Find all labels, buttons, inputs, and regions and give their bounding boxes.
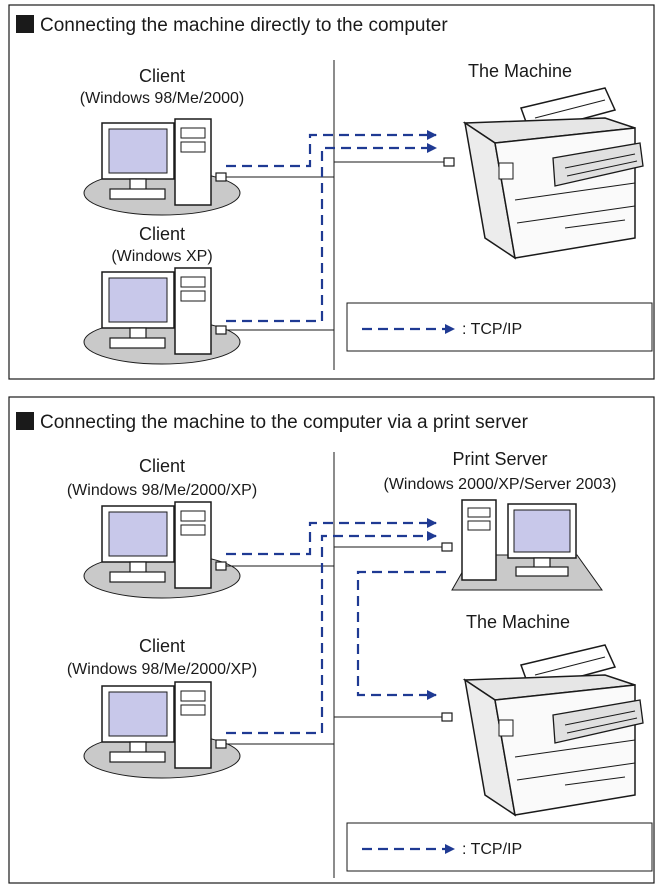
legend-box — [346, 822, 653, 872]
client-1-port — [215, 172, 227, 182]
client-2-os: (Windows 98/Me/2000/XP) — [67, 661, 257, 678]
client-1-port — [215, 561, 227, 571]
client-1-os: (Windows 98/Me/2000/XP) — [67, 482, 257, 499]
client-2-computer-icon — [83, 267, 241, 365]
machine-label: The Machine — [466, 612, 570, 632]
client-2-port — [215, 325, 227, 335]
legend-text: : TCP/IP — [462, 321, 522, 338]
tcpip-path-client-1 — [226, 518, 437, 556]
panel-print-server-connection: Connecting the machine to the computer v… — [8, 396, 655, 884]
machine-label: The Machine — [468, 61, 572, 81]
machine-printer-icon — [464, 644, 644, 816]
tcpip-path-client-1 — [226, 130, 437, 168]
machine-printer-icon — [464, 87, 644, 259]
client-1-os: (Windows 98/Me/2000) — [80, 90, 245, 107]
legend-text: : TCP/IP — [462, 841, 522, 858]
machine-port — [441, 712, 453, 722]
machine-port — [443, 157, 455, 167]
legend-box — [346, 302, 653, 352]
client-1-label: Client — [139, 456, 185, 476]
client-2-computer-icon — [83, 681, 241, 779]
panel-title: Connecting the machine to the computer v… — [40, 412, 529, 433]
server-port — [441, 542, 453, 552]
tcpip-path-server-to-machine — [356, 570, 446, 700]
client-2-os: (Windows XP) — [111, 248, 212, 265]
print-server-computer-icon — [451, 499, 603, 591]
client-1-computer-icon — [83, 118, 241, 216]
title-square-icon — [16, 15, 34, 33]
client-2-port — [215, 739, 227, 749]
print-server-label: Print Server — [452, 449, 547, 469]
tcpip-path-client-2 — [226, 531, 437, 735]
panel-frame — [8, 4, 655, 380]
title-square-icon — [16, 412, 34, 430]
client-1-label: Client — [139, 66, 185, 86]
panel-direct-connection: Connecting the machine directly to the c… — [8, 4, 655, 380]
print-server-os: (Windows 2000/XP/Server 2003) — [384, 476, 617, 493]
panel-frame — [8, 396, 655, 884]
client-1-computer-icon — [83, 501, 241, 599]
client-2-label: Client — [139, 224, 185, 244]
client-2-label: Client — [139, 636, 185, 656]
panel-title: Connecting the machine directly to the c… — [40, 15, 448, 36]
tcpip-path-client-2 — [226, 143, 437, 323]
